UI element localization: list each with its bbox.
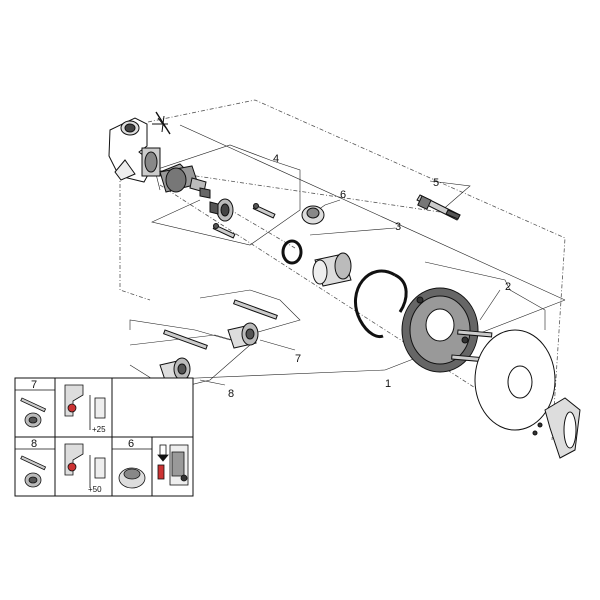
part-8-items <box>159 329 208 384</box>
cap-part-6 <box>301 205 325 225</box>
callout-6: 6 <box>340 189 346 201</box>
spindle-part-5 <box>416 194 461 221</box>
callout-1: 1 <box>385 378 391 390</box>
table-row1-label: 7 <box>31 379 37 391</box>
screw-pair-long <box>451 329 493 363</box>
table-row2-label-a: 8 <box>31 438 37 450</box>
escutcheon-part-1 <box>474 329 556 431</box>
table-row1-thumbs <box>20 384 106 430</box>
callout-8: 8 <box>228 388 234 400</box>
screw-pair-small <box>212 203 276 239</box>
callout-5: 5 <box>433 177 439 189</box>
table-row2-thumbs <box>20 443 189 489</box>
table-row2-dimension: +50 <box>88 485 102 494</box>
callout-4: 4 <box>273 153 279 165</box>
lever-handle <box>532 397 581 459</box>
retaining-ring <box>354 269 408 339</box>
callout-labels: 1 2 3 4 5 6 7 8 <box>228 153 511 400</box>
o-ring-part <box>281 239 303 265</box>
callout-3: 3 <box>395 221 401 233</box>
callout-7: 7 <box>295 353 301 365</box>
cartridge-part <box>159 165 234 222</box>
no-tool-icon <box>152 111 171 135</box>
table-row1-dimension: +25 <box>92 425 106 434</box>
callout-2: 2 <box>505 281 511 293</box>
table-row2-label-b: 6 <box>128 438 134 450</box>
inset-table: 7 8 6 +25 +50 <box>14 377 194 497</box>
part-7-items <box>227 299 278 349</box>
dash-guides <box>119 99 566 441</box>
mounting-plate-part-2 <box>401 287 479 373</box>
sleeve-part-3 <box>312 252 352 287</box>
